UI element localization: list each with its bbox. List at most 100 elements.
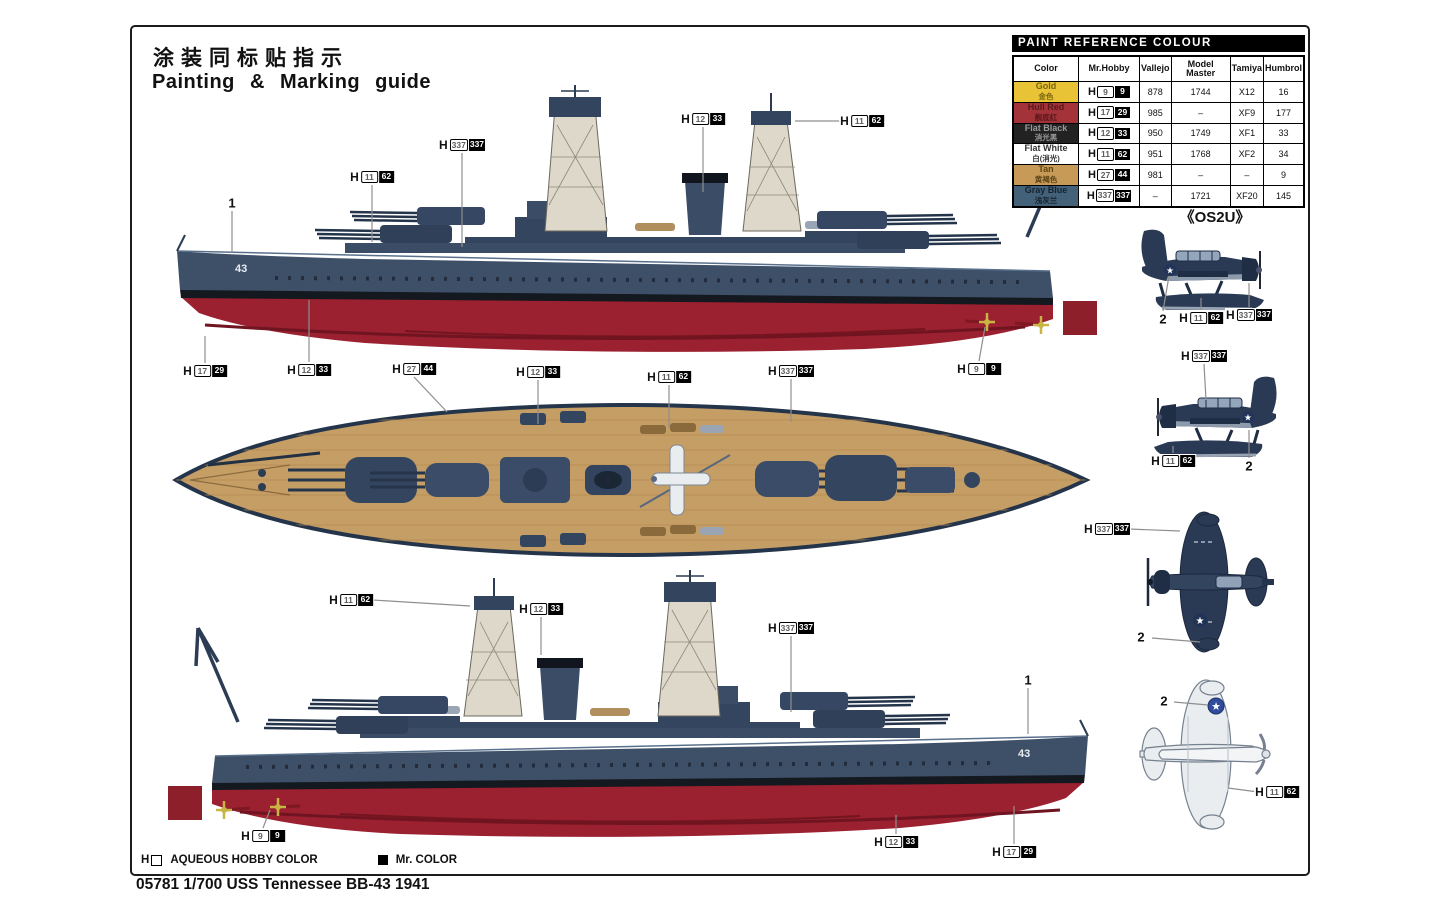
tamiya-cell: XF9	[1229, 101, 1265, 124]
part-number-callout: 1	[226, 195, 238, 211]
vallejo-cell: 981	[1139, 164, 1172, 186]
humbrol-cell: 9	[1263, 164, 1305, 186]
page-title-chinese: 涂装同标贴指示	[153, 47, 349, 70]
part-number-callout: 2	[1158, 693, 1170, 709]
part-number-callout: 2	[1157, 311, 1169, 327]
color-system-legend: H AQUEOUS HOBBY COLOR Mr. COLOR	[141, 854, 457, 866]
ship-deck-plan-view	[172, 402, 1091, 558]
open-square-icon	[151, 854, 163, 866]
paint-table-column-header: Tamiya	[1229, 55, 1265, 82]
paint-table-column-header: Mr.Hobby	[1078, 55, 1140, 82]
vallejo-cell: 950	[1139, 122, 1172, 145]
svg-text:★: ★	[1196, 616, 1205, 627]
legend-aqueous-label: AQUEOUS HOBBY COLOR	[170, 854, 318, 866]
page-title: Painting & Marking guide	[152, 71, 432, 93]
filled-square-icon	[377, 855, 388, 865]
humbrol-cell: 34	[1263, 143, 1305, 166]
kit-title: 05781 1/700 USS Tennessee BB-43 1941	[136, 876, 430, 893]
ship-side-view-bottom: 43	[166, 570, 1090, 839]
tamiya-cell: XF20	[1229, 184, 1265, 208]
seaplane-top-view: ★	[1146, 511, 1274, 653]
hull-number: 43	[1018, 748, 1030, 760]
vallejo-cell: 985	[1139, 101, 1172, 124]
seaplane-heading: 《OS2U》	[1179, 209, 1251, 226]
model-master-cell: –	[1170, 164, 1231, 186]
humbrol-cell: 16	[1263, 81, 1305, 103]
part-number-callout: 2	[1243, 458, 1255, 474]
vallejo-cell: 878	[1139, 81, 1172, 103]
tamiya-cell: X12	[1229, 81, 1265, 103]
hull-number: 43	[235, 263, 247, 275]
part-number-callout: 1	[1022, 672, 1034, 688]
model-master-cell: 1768	[1170, 143, 1231, 166]
tamiya-cell: XF2	[1229, 143, 1265, 166]
part-number-callout: 2	[1135, 629, 1147, 645]
paint-table-column-header: Color	[1012, 55, 1079, 82]
vallejo-cell: 951	[1139, 143, 1172, 166]
paint-table-title: PAINT REFERENCE COLOUR	[1012, 35, 1305, 52]
paint-table-column-header: Vallejo	[1139, 55, 1172, 82]
ship-side-view-top: ★ 43	[175, 85, 1099, 354]
seaplane-bottom-view: ★	[1139, 679, 1271, 830]
model-master-cell: –	[1170, 101, 1231, 124]
deck-seaplane	[651, 444, 711, 516]
humbrol-cell: 33	[1263, 122, 1305, 145]
legend-h-prefix: H	[141, 854, 150, 866]
tamiya-cell: –	[1229, 164, 1265, 186]
paint-table-column-header: Humbrol	[1263, 55, 1305, 82]
svg-text:★: ★	[1211, 701, 1221, 713]
model-master-cell: 1749	[1170, 122, 1231, 145]
humbrol-cell: 145	[1263, 184, 1305, 208]
humbrol-cell: 177	[1263, 101, 1305, 124]
model-master-cell: 1721	[1170, 184, 1231, 208]
tamiya-cell: XF1	[1229, 122, 1265, 145]
vallejo-cell: –	[1139, 184, 1172, 208]
paint-table-column-header: Model Master	[1170, 55, 1231, 82]
